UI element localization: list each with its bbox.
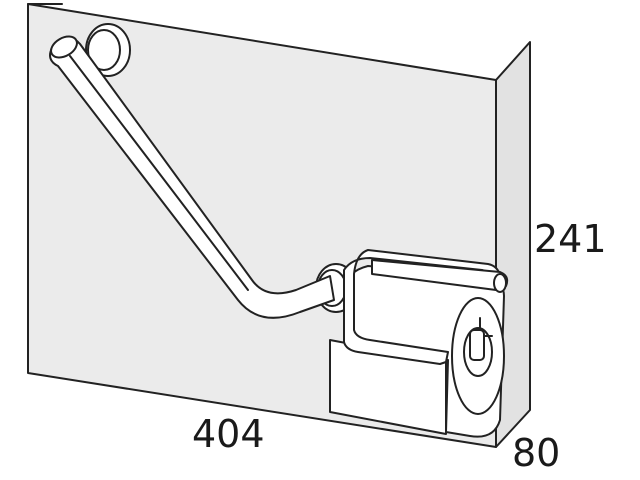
- height-dimension: 241: [534, 217, 607, 261]
- grab-bar-icon: [49, 35, 335, 319]
- depth-dimension: 80: [512, 431, 561, 475]
- upper-flange: [85, 23, 131, 77]
- spindle-knob-icon: [469, 317, 493, 361]
- toilet-paper-holder-icon: [329, 249, 509, 438]
- width-dimension: 404: [192, 412, 265, 456]
